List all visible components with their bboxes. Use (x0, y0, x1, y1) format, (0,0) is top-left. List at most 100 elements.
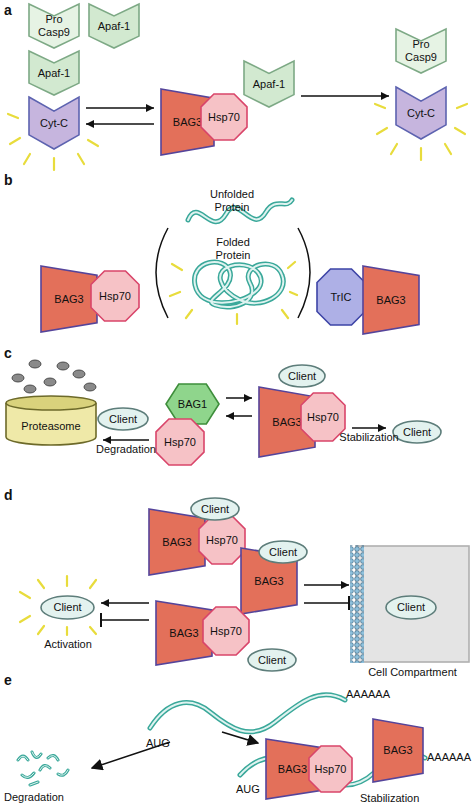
cytochrome-chevron: Cyt-C (395, 86, 447, 140)
shape-outline (386, 596, 436, 619)
shape-outline (356, 546, 469, 662)
arrow-head (226, 412, 234, 420)
client-ellipse: Client (258, 540, 308, 564)
mrna-strand (18, 695, 425, 785)
node-label: Client (43, 601, 93, 614)
chaperone-octagon: Hsp70 (200, 93, 248, 141)
node-label: Proteasome (9, 420, 93, 433)
node-label: Hsp70 (200, 534, 244, 547)
bag3-trapezoid: BAG3 (148, 508, 206, 576)
node-label: BAG3 (366, 294, 416, 307)
shape-outline (166, 384, 219, 424)
peptide-dots (44, 378, 56, 386)
peptide-dots (84, 383, 96, 391)
arrow-connector (304, 581, 349, 589)
shape-outline (248, 649, 296, 671)
arrow-head (103, 436, 111, 444)
mrna-strand (18, 752, 68, 785)
shape-outline (301, 393, 345, 441)
arrow-connector (101, 599, 149, 607)
node-label: Hsp70 (302, 411, 344, 424)
brackets (156, 228, 310, 318)
node-label: Cell Compartment (355, 666, 470, 679)
text-label: Activation (36, 638, 100, 651)
shape-outline (41, 596, 94, 619)
shape-outline (259, 541, 307, 563)
chaperone-octagon: Hsp70 (198, 515, 246, 565)
node-label: Hsp70 (202, 111, 246, 124)
fate-arrows (222, 732, 258, 743)
shape-outline (396, 29, 446, 73)
shape-outline (6, 396, 96, 410)
client-ellipse: Client (40, 595, 95, 620)
chaperone-octagon: Hsp70 (300, 392, 346, 442)
node-label: Hsp70 (92, 290, 138, 303)
connector-line (86, 107, 154, 109)
connector-line (304, 602, 349, 604)
shape-outline (41, 266, 97, 332)
edge-label: Degradation (81, 443, 171, 456)
protein-chain (195, 262, 284, 307)
text-label: AUG (146, 737, 170, 750)
chevron-protein: Apaf-1 (243, 60, 295, 108)
client-ellipse: Client (247, 648, 297, 672)
peptide-dots (29, 360, 41, 368)
inhibition-bar (348, 596, 350, 610)
arrow-connector (86, 104, 154, 112)
peptide-dots (73, 370, 85, 378)
node-label: Hsp70 (157, 436, 203, 449)
text-label: AUG (236, 783, 260, 796)
shape-outline (29, 97, 79, 149)
arrow-head (146, 104, 154, 112)
shape-outline (241, 548, 297, 614)
node-label: BAG3 (152, 536, 202, 549)
shape-outline (201, 94, 247, 140)
shape-outline (317, 269, 365, 325)
chaperone-octagon: Hsp70 (308, 745, 353, 793)
light-rays (20, 576, 96, 635)
arrow-connector (86, 120, 154, 128)
connector-line (101, 619, 149, 621)
node-label: Client (280, 370, 324, 383)
node-label: Apaf-1 (246, 78, 292, 91)
cytochrome-chevron: Cyt-C (28, 96, 80, 150)
arrow-connector (304, 596, 349, 610)
arrow-head (244, 394, 252, 402)
node-label: Pro Casp9 (37, 13, 71, 38)
shape-outline (29, 4, 79, 48)
protein-chain (188, 200, 292, 307)
connector-line (86, 123, 154, 125)
text-label: AAAAAA (346, 688, 390, 701)
arrow-head (341, 581, 349, 589)
node-label: Client (394, 426, 440, 439)
shape-outline (373, 719, 423, 782)
shape-outline (156, 419, 204, 465)
arrow-head (86, 120, 94, 128)
chaperonin-octagon: TrIC (316, 268, 366, 326)
node-label: BAG3 (244, 575, 294, 588)
shape-outline (203, 607, 249, 655)
arrow-connector (101, 613, 149, 627)
node-label: Cyt-C (398, 107, 444, 120)
node-label: Cyt-C (31, 117, 77, 130)
mrna-strand (18, 752, 68, 785)
chevron-protein: Pro Casp9 (28, 3, 80, 49)
arrow-connector (352, 424, 386, 432)
arrow-connector (226, 394, 252, 402)
node-label: Client (192, 503, 238, 516)
panel-letter: a (4, 2, 12, 18)
brackets (298, 228, 310, 318)
arrow-head (378, 424, 386, 432)
node-label: Pro Casp9 (404, 38, 438, 63)
chevron-protein: Apaf-1 (28, 50, 80, 96)
shape-outline (396, 87, 446, 139)
brackets (156, 228, 168, 318)
shape-outline (98, 408, 148, 430)
node-label: Hsp70 (204, 625, 248, 638)
peptide-dots (24, 385, 36, 393)
chaperone-octagon: Hsp70 (202, 606, 250, 656)
inhibition-bar (100, 613, 102, 627)
mrna-strand (150, 695, 345, 732)
peptide-dots (57, 362, 69, 370)
